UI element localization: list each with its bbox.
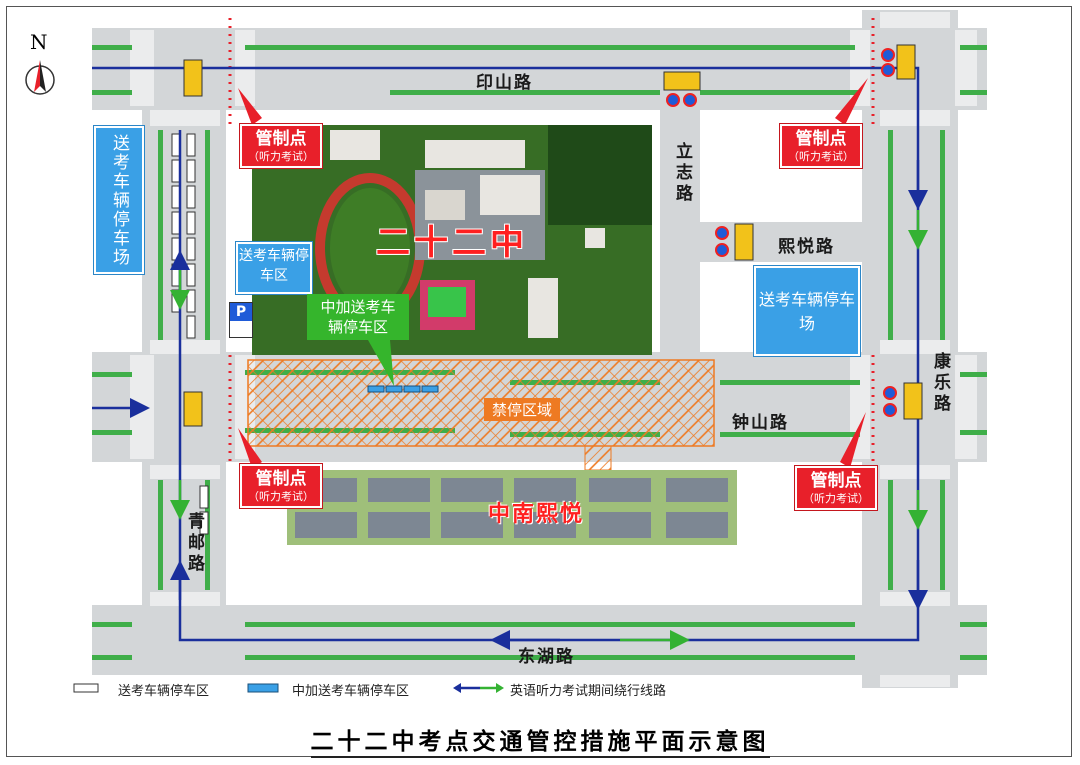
control-point-note: （听力考试） — [248, 150, 314, 163]
control-point-southeast: 管制点 （听力考试） — [795, 466, 877, 510]
road-label-qingyou: 青邮路 — [184, 512, 204, 575]
legend-item-zhongjia: 中加送考车辆停车区 — [292, 684, 410, 699]
control-point-title: 管制点 — [795, 129, 847, 149]
control-point-note: （听力考试） — [803, 492, 869, 505]
residential-complex — [287, 470, 737, 545]
legend-graphics — [73, 683, 504, 693]
control-point-southwest: 管制点 （听力考试） — [240, 464, 322, 508]
residential-name: 中南熙悦 — [488, 502, 585, 527]
control-point-title: 管制点 — [255, 469, 307, 489]
road-label-yinshan: 印山路 — [476, 73, 533, 93]
control-point-lines — [228, 18, 875, 465]
right-parking-lot-label: 送考车辆停车场 — [758, 290, 855, 333]
control-point-title: 管制点 — [810, 471, 862, 491]
road-label-lizhi: 立志路 — [672, 142, 692, 205]
detour-route — [92, 66, 928, 650]
left-parking-zone: 送考车辆停车区 — [236, 242, 312, 294]
school-name: 二十二中 — [376, 223, 528, 263]
control-point-note: （听力考试） — [248, 490, 314, 503]
no-parking-zone — [247, 359, 715, 471]
road-label-kangle: 康乐路 — [930, 352, 950, 415]
school-campus — [252, 125, 652, 355]
zhongjia-pointer — [368, 340, 394, 386]
p-sign: P — [229, 302, 253, 338]
map-title-wrap: 二十二中考点交通管控措施平面示意图 — [0, 722, 1080, 758]
compass-icon — [25, 60, 55, 95]
traffic-signs — [183, 44, 923, 427]
left-parking-zone-label: 送考车辆停车区 — [239, 248, 309, 284]
p-sign-letter: P — [230, 303, 252, 321]
road-label-donghu: 东湖路 — [518, 647, 575, 667]
zhongjia-parking-zone-label: 中加送考车辆停车区 — [320, 298, 396, 336]
legend-item-parking: 送考车辆停车区 — [118, 684, 210, 699]
zhongjia-parking-zone: 中加送考车辆停车区 — [307, 294, 409, 340]
road-label-zhongshan: 钟山路 — [732, 413, 789, 433]
control-point-northeast: 管制点 （听力考试） — [780, 124, 862, 168]
control-point-northwest: 管制点 （听力考试） — [240, 124, 322, 168]
right-parking-lot: 送考车辆停车场 — [754, 266, 860, 356]
zhongjia-parking-bays — [367, 385, 439, 393]
legend-item-detour: 英语听力考试期间绕行线路 — [510, 684, 667, 699]
no-parking-label: 禁停区域 — [484, 398, 561, 421]
control-point-note: （听力考试） — [788, 150, 854, 163]
control-point-title: 管制点 — [255, 129, 307, 149]
road-label-xiyue: 熙悦路 — [778, 237, 835, 257]
compass-label: N — [30, 30, 48, 54]
map-title: 二十二中考点交通管控措施平面示意图 — [310, 729, 770, 758]
control-pointers — [238, 78, 868, 468]
left-parking-lot: 送考车辆停车场 — [94, 126, 144, 274]
map-frame — [6, 6, 1072, 757]
